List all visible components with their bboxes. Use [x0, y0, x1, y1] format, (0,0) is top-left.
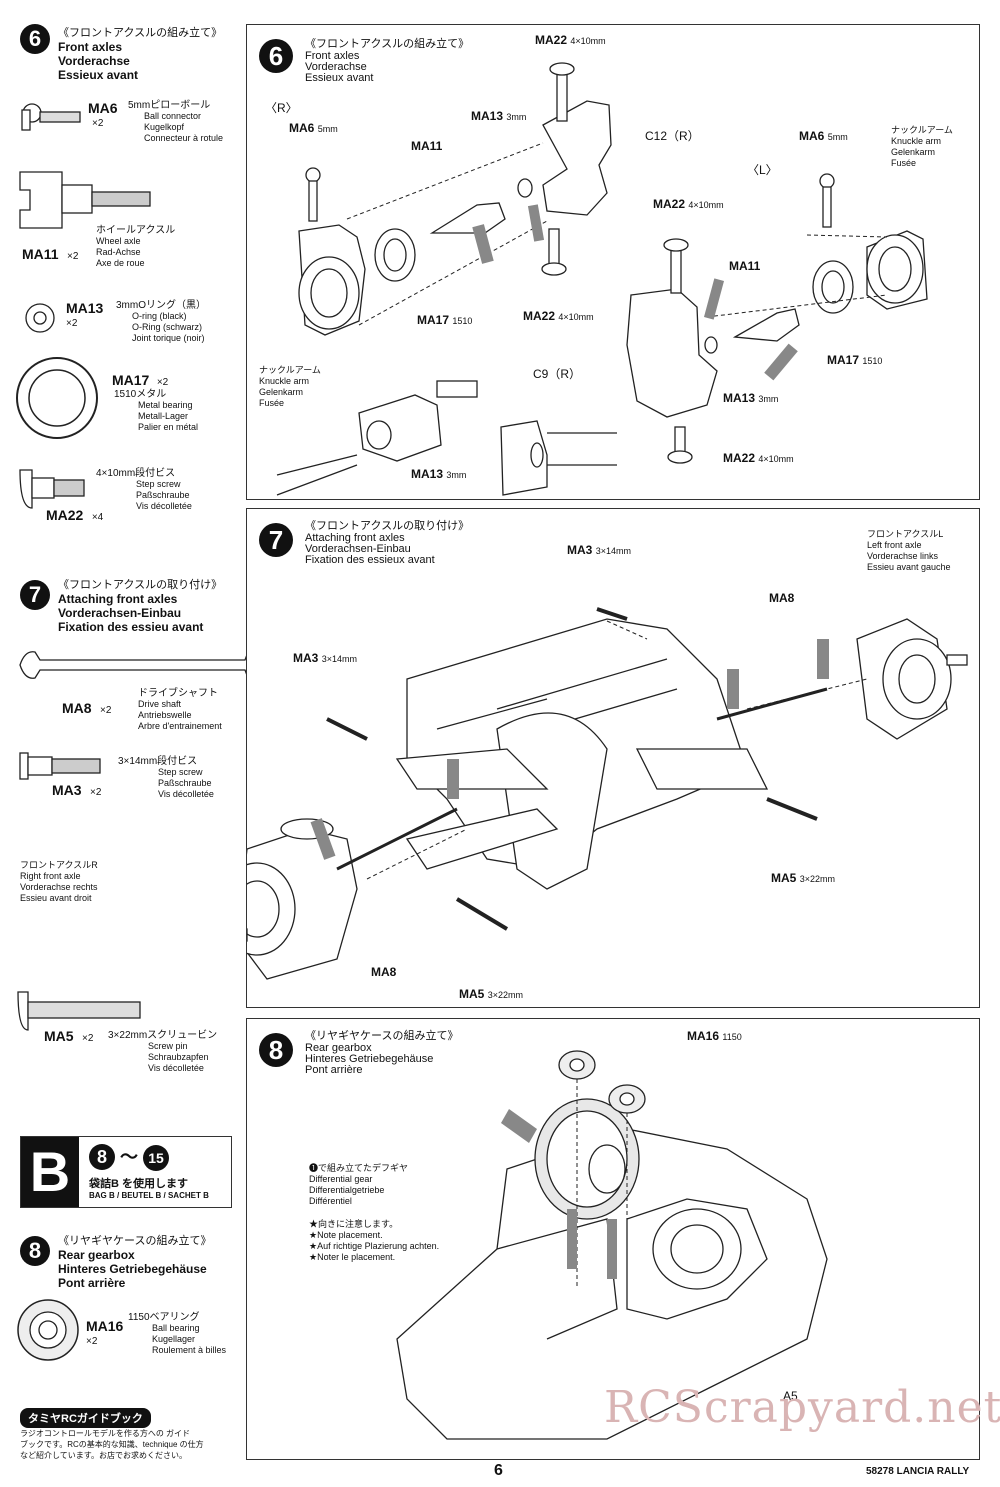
bag-b-box: B 8 〜 15 袋詰B を使用します BAG B / BEUTEL B / S… [20, 1136, 232, 1208]
label-ma11-r: MA11 [411, 139, 443, 153]
part-ma22: MA22 ×4 [46, 507, 104, 523]
label-ma17-l: MA17 1510 [827, 353, 883, 367]
step-8-badge: 8 [20, 1236, 50, 1266]
side-r-label: 〈R〉 [265, 101, 298, 115]
watermark: RCScrapyard.net [604, 1382, 1000, 1433]
step-6-diagram [276, 62, 928, 496]
label-a5: A5 [783, 1389, 798, 1403]
label-ma5-right: MA5 3×22mm [771, 871, 835, 885]
guidebook-text: ラジオコントロールモデルを作る方への ガイド ブックです。RCの基本的な知識、t… [20, 1429, 204, 1460]
part-qty: ×2 [92, 118, 104, 129]
step-6-en: Front axles [58, 40, 123, 54]
label-left-front-axle: フロントアクスルL Left front axle Vorderachse li… [867, 529, 951, 572]
label-ma3-left: MA3 3×14mm [293, 651, 357, 665]
part-ma17: MA17 ×2 [112, 372, 169, 388]
part-ma5: MA5 ×2 [44, 1028, 94, 1044]
step-8-diagram [396, 1050, 828, 1440]
step-6-badge: 6 [20, 24, 50, 54]
part-code: MA6 [88, 100, 118, 116]
part-ma5-desc: 3×22mmスクリュービン Screw pin Schraubzapfen Vi… [108, 1030, 218, 1073]
label-right-front-axle: フロントアクスルR Right front axle Vorderachse r… [20, 860, 98, 903]
panel-7-badge: 7 [259, 523, 293, 557]
part-ma13-desc: 3mmOリング（黒） O-ring (black) O-Ring (schwar… [116, 300, 206, 343]
step-6-de: Vorderachse [58, 54, 130, 68]
label-c9: C9（R） [533, 367, 582, 381]
panel-6-heading: 《フロントアクスルの組み立て》 Front axles Vorderachse … [305, 38, 470, 84]
label-diff-gear: ❶で組み立てたデフギヤ Differential gear Differenti… [309, 1163, 409, 1206]
label-ma6-r: MA6 5mm [289, 121, 338, 135]
part-ma3: MA3 ×2 [52, 782, 102, 798]
step-6-heading: 《フロントアクスルの組み立て》 Front axles Vorderachse … [58, 24, 222, 82]
part-ma8-desc: ドライブシャフト Drive shaft Antriebswelle Arbre… [138, 688, 222, 731]
label-ma6-l: MA6 5mm [799, 129, 848, 143]
label-ma16: MA16 1150 [687, 1029, 742, 1043]
part-ma11-desc: ホイールアクスル Wheel axle Rad-Achse Axe de rou… [96, 225, 176, 268]
step-8-heading: 《リヤギヤケースの組み立て》 Rear gearbox Hinteres Get… [58, 1235, 212, 1290]
label-ma13-top: MA13 3mm [471, 109, 527, 123]
label-ma22-r: MA22 4×10mm [523, 309, 594, 323]
label-ma13-l: MA13 3mm [723, 391, 779, 405]
part-ma22-desc: 4×10mm段付ビス Step screw Paßschraube Vis dé… [96, 468, 192, 511]
part-ma11: MA11 ×2 [22, 246, 79, 262]
step-7-panel: 7 《フロントアクスルの取り付け》 Attaching front axles … [246, 508, 980, 1008]
part-ma17-desc: 1510メタル Metal bearing Metall-Lager Palie… [114, 389, 199, 432]
part-ma6: MA6 ×2 [88, 100, 118, 129]
step-6-panel: 6 《フロントアクスルの組み立て》 Front axles Vorderachs… [246, 24, 980, 500]
guidebook-title: タミヤRCガイドブック [20, 1408, 151, 1428]
label-ma13-bottom: MA13 3mm [411, 467, 467, 481]
page-number: 6 [494, 1462, 503, 1479]
label-knuckle-r: ナックルアーム Knuckle arm Gelenkarm Fusée [259, 365, 321, 408]
left-part-drawings [16, 103, 250, 1361]
panel-7-heading: 《フロントアクスルの取り付け》 Attaching front axles Vo… [305, 520, 470, 566]
label-c12: C12（R） [645, 129, 700, 143]
side-l-label: 〈L〉 [747, 163, 778, 177]
bag-en: BAG B / BEUTEL B / SACHET B [89, 1191, 209, 1200]
label-ma22-top: MA22 4×10mm [535, 33, 606, 47]
label-ma5-bottom: MA5 3×22mm [459, 987, 523, 1001]
step-6-jp: 《フロントアクスルの組み立て》 [58, 27, 223, 39]
panel-8-heading: 《リヤギヤケースの組み立て》 Rear gearbox Hinteres Get… [305, 1030, 459, 1076]
part-ma6-desc: 5mmピローボール Ball connector Kugelkopf Conne… [128, 100, 224, 143]
label-ma22-bottom: MA22 4×10mm [723, 451, 794, 465]
part-ma16: MA16 ×2 [86, 1318, 124, 1347]
step-6-fr: Essieux avant [58, 68, 139, 82]
part-ma8: MA8 ×2 [62, 700, 112, 716]
bag-step-range: 8 〜 15 [89, 1143, 170, 1171]
step-7-diagram [247, 607, 968, 980]
label-knuckle-l: ナックルアーム Knuckle arm Gelenkarm Fusée [891, 125, 953, 168]
panel-8-badge: 8 [259, 1033, 293, 1067]
part-ma16-desc: 1150ベアリング Ball bearing Kugellager Roulem… [128, 1312, 227, 1355]
label-ma22-mid: MA22 4×10mm [653, 197, 724, 211]
bag-letter: B [21, 1137, 79, 1207]
step-7-heading: 《フロントアクスルの取り付け》 Attaching front axles Vo… [58, 579, 223, 634]
label-ma8-top: MA8 [769, 591, 795, 605]
label-ma11-l: MA11 [729, 259, 761, 273]
label-ma8-bottom: MA8 [371, 965, 397, 979]
step-7-badge: 7 [20, 580, 50, 610]
step-8-panel: 8 《リヤギヤケースの組み立て》 Rear gearbox Hinteres G… [246, 1018, 980, 1460]
part-ma13: MA13 ×2 [66, 300, 104, 329]
part-ma3-desc: 3×14mm段付ビス Step screw Paßschraube Vis dé… [118, 756, 214, 799]
label-ma3-top: MA3 3×14mm [567, 543, 631, 557]
model-footer: 58278 LANCIA RALLY [866, 1466, 970, 1477]
label-ma17-r: MA17 1510 [417, 313, 473, 327]
panel-6-badge: 6 [259, 39, 293, 73]
label-note-placement: ★向きに注意します。 ★Note placement. ★Auf richtig… [309, 1219, 440, 1262]
bag-jp: 袋詰B を使用します [89, 1178, 188, 1190]
